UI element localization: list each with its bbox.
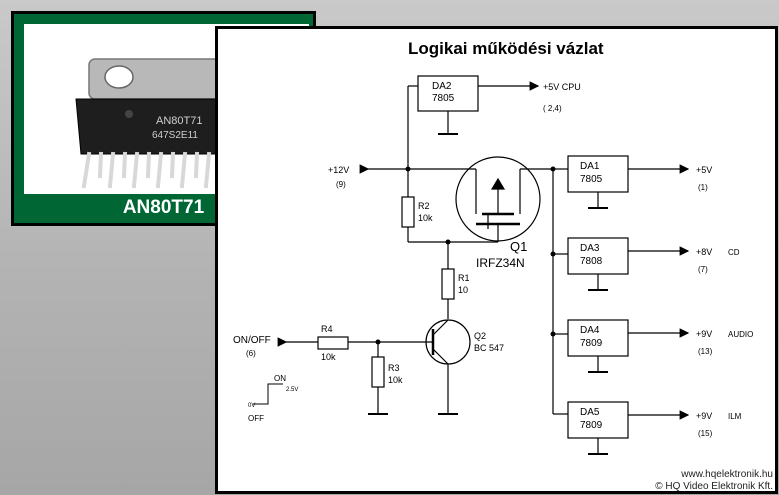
r4-resistor [317,336,349,350]
regulator-tag: ILM [728,412,742,421]
regulator-name: DA1 [580,161,600,172]
regulator-output: +9V [696,329,712,339]
onoff-label: ON/OFF [233,335,271,346]
regulator-output: +5V [696,165,712,175]
regulator-group: DA1 7805 +5V (1) DA3 7808 +8V (7) CD DA4 7809 +9V (1… [567,155,753,455]
q1-name: Q1 [510,239,527,254]
footer-url[interactable]: www.hqelektronik.hu [681,469,773,480]
regulator-name: DA4 [580,325,600,336]
q2-part: BC 547 [474,343,504,353]
onoff-pin: (6) [246,349,256,358]
da2-part: 7805 [432,93,455,104]
regulator-name: DA3 [580,243,600,254]
r1-value: 10 [458,285,468,295]
regulator-da5: DA5 7809 +9V (15) ILM [567,401,742,455]
r1-name: R1 [458,273,470,283]
regulator-da4: DA4 7809 +9V (13) AUDIO [567,319,753,373]
regulator-pin: (15) [698,429,713,438]
r3-name: R3 [388,363,400,373]
r2-name: R2 [418,201,430,211]
regulator-part: 7809 [580,338,603,349]
off-voltage: 0V [248,403,255,409]
regulator-part: 7808 [580,256,603,267]
regulator-output: +8V [696,247,712,257]
r2-resistor [401,196,415,228]
regulator-pin: (13) [698,347,713,356]
r1-resistor [441,268,455,300]
regulator-output: +9V [696,411,712,421]
chip-marking-1: AN80T71 [156,115,202,127]
regulator-tag: CD [728,248,740,257]
on-voltage: 2.5V [286,387,298,393]
on-label: ON [274,374,286,383]
regulator-da1: DA1 7805 +5V (1) [567,155,712,209]
regulator-pin: (7) [698,265,708,274]
r4-value: 10k [321,352,336,362]
schematic-diagram: Logikai működési vázlat [233,39,753,455]
regulator-da3: DA3 7808 +8V (7) CD [567,237,740,291]
r3-value: 10k [388,375,403,385]
da2-pin: ( 2,4) [543,104,562,113]
regulator-name: DA5 [580,407,600,418]
chip-marking-2: 647S2E11 [152,130,198,141]
regulator-part: 7805 [580,174,603,185]
diagram-title: Logikai működési vázlat [408,39,604,58]
footer: www.hqelektronik.hu © HQ Video Elektroni… [655,469,773,493]
r3-resistor [371,356,385,388]
regulator-part: 7809 [580,420,603,431]
da2-output: +5V CPU [543,82,581,92]
regulator-tag: AUDIO [728,330,753,339]
footer-copyright: © HQ Video Elektronik Kft. [655,481,773,492]
r4-name: R4 [321,324,333,334]
regulator-pin: (1) [698,183,708,192]
input-label: +12V [328,165,349,175]
q1-part: IRFZ34N [476,256,525,270]
q2-name: Q2 [474,331,486,341]
schematic-panel: Logikai működési vázlat [215,26,778,494]
da2-name: DA2 [432,81,452,92]
off-label: OFF [248,414,264,423]
r2-value: 10k [418,213,433,223]
chip-caption: AN80T71 [122,197,205,218]
input-pin: (9) [336,180,346,189]
